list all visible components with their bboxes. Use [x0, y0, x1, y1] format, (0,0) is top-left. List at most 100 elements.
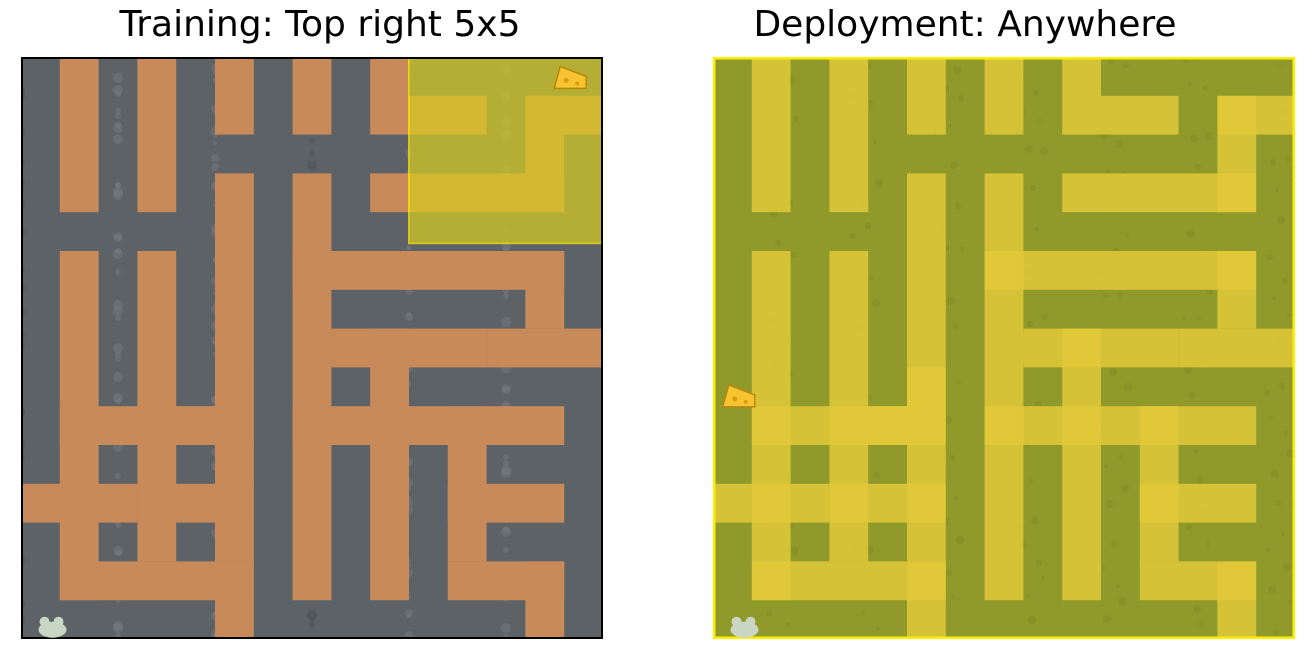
- grass-speckle: [1189, 392, 1195, 398]
- grass-speckle: [1196, 476, 1204, 484]
- grass-speckle: [793, 116, 799, 122]
- grass-speckle: [1041, 576, 1045, 580]
- grass-speckle: [1285, 156, 1291, 162]
- path-cell: [751, 406, 907, 445]
- grass-speckle: [1035, 227, 1039, 231]
- cheese-icon: [553, 65, 587, 90]
- path-cell: [215, 561, 254, 639]
- grass-speckle: [1040, 147, 1048, 155]
- grass-speckle: [1198, 621, 1204, 627]
- stone-speckle: [115, 473, 121, 479]
- grass-speckle: [957, 380, 961, 384]
- maze-border: [21, 57, 603, 639]
- grass-speckle: [1121, 484, 1129, 492]
- grass-speckle: [954, 496, 958, 500]
- path-cell: [829, 483, 946, 523]
- stone-speckle: [501, 468, 511, 478]
- grass-speckle: [1188, 82, 1192, 86]
- grass-speckle: [1264, 390, 1270, 396]
- grass-speckle: [1197, 316, 1201, 320]
- path-cell: [829, 57, 869, 213]
- stone-speckle: [503, 386, 509, 392]
- stone-speckle: [113, 85, 123, 95]
- path-cell: [1178, 328, 1295, 368]
- stone-speckle: [113, 134, 123, 144]
- path-cell: [1217, 251, 1257, 329]
- grass-speckle: [1287, 313, 1291, 317]
- grass-speckle: [1269, 416, 1273, 420]
- grass-speckle: [865, 223, 871, 229]
- grass-speckle: [791, 547, 799, 555]
- path-cell: [370, 328, 409, 407]
- grass-speckle: [872, 299, 880, 307]
- mouse-ear: [745, 616, 756, 627]
- grass-speckle: [1279, 383, 1285, 389]
- stone-speckle: [501, 465, 511, 475]
- path-cell: [1062, 57, 1101, 135]
- grass-speckle: [1026, 594, 1030, 598]
- grass-speckle: [1028, 616, 1036, 624]
- grass-speckle: [1124, 383, 1132, 391]
- stone-speckle: [113, 372, 123, 382]
- grass-speckle: [1268, 586, 1276, 594]
- stone-speckle: [309, 619, 315, 625]
- path-cell: [215, 57, 254, 135]
- grass-speckle: [1106, 500, 1114, 508]
- grass-speckle: [876, 627, 880, 631]
- grass-speckle: [1036, 560, 1042, 566]
- grass-speckle: [1103, 615, 1111, 623]
- path-cell: [59, 406, 215, 445]
- stone-speckle: [309, 622, 315, 628]
- stone-speckle: [115, 248, 121, 254]
- grass-speckle: [1284, 431, 1288, 435]
- grass-speckle: [1271, 470, 1279, 478]
- path-cell: [1062, 406, 1101, 601]
- grass-speckle: [1111, 541, 1117, 547]
- path-cell: [1101, 95, 1179, 135]
- stone-speckle: [307, 610, 317, 620]
- stone-speckle: [307, 610, 317, 620]
- grass-speckle: [874, 472, 880, 478]
- path-cell: [137, 57, 177, 213]
- grass-speckle: [951, 595, 955, 599]
- stone-speckle: [503, 460, 509, 466]
- grass-speckle: [944, 416, 952, 424]
- grass-speckle: [1038, 119, 1042, 123]
- stone-speckle: [113, 73, 123, 83]
- stone-speckle: [113, 187, 123, 197]
- path-cell: [292, 406, 565, 445]
- grass-speckle: [1118, 597, 1126, 605]
- grass-speckle: [1025, 145, 1033, 153]
- mouse-ear: [731, 616, 742, 627]
- stone-speckle: [113, 249, 123, 259]
- mouse-icon: [38, 616, 67, 638]
- grass-speckle: [850, 233, 856, 239]
- grass-speckle: [958, 95, 964, 101]
- grass-speckle: [948, 124, 952, 128]
- path-cell: [1217, 561, 1257, 639]
- cheese-hole: [563, 77, 569, 83]
- grass-speckle: [1278, 63, 1282, 67]
- grass-speckle: [1277, 216, 1285, 224]
- grass-speckle: [1273, 629, 1279, 635]
- grass-speckle: [1119, 455, 1123, 459]
- stone-speckle: [113, 123, 123, 133]
- stone-speckle: [501, 527, 511, 537]
- stone-speckle: [309, 138, 315, 144]
- grass-speckle: [1101, 566, 1105, 570]
- stone-speckle: [503, 454, 509, 460]
- path-cell: [370, 173, 409, 213]
- grass-speckle: [1190, 135, 1198, 143]
- path-cell: [59, 57, 99, 213]
- stone-speckle: [407, 246, 411, 250]
- mouse-ear: [39, 616, 50, 627]
- grass-speckle: [1205, 132, 1213, 140]
- stone-speckle: [113, 343, 123, 353]
- path-cell: [907, 561, 946, 639]
- path-cell: [370, 57, 409, 135]
- stone-speckle: [115, 398, 121, 404]
- stone-speckle: [115, 269, 121, 275]
- grass-speckle: [1276, 500, 1282, 506]
- grass-speckle: [1283, 563, 1291, 571]
- stone-speckle: [503, 526, 509, 532]
